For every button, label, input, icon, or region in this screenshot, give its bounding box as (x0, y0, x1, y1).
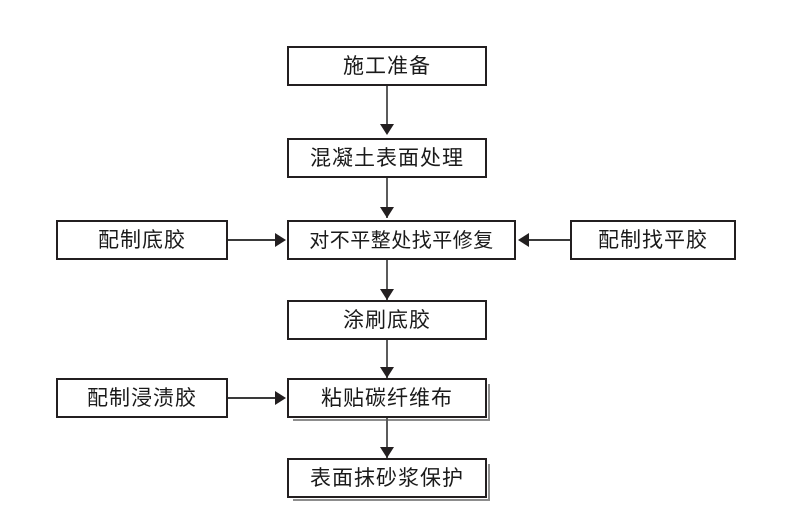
connector-line-aux1-step3 (228, 239, 275, 241)
connector-line-step3-step4 (386, 260, 388, 300)
flow-node-prepare-primer-adhesive[interactable]: 配制底胶 (56, 220, 228, 260)
flow-node-label: 粘贴碳纤维布 (321, 385, 453, 410)
flow-node-surface-mortar-protection[interactable]: 表面抹砂浆保护 (287, 458, 490, 501)
flow-node-label: 配制浸渍胶 (87, 385, 197, 410)
flow-node-apply-primer-adhesive[interactable]: 涂刷底胶 (287, 300, 487, 340)
connector-line-step4-step5 (386, 340, 388, 379)
flow-node-label: 表面抹砂浆保护 (310, 465, 464, 490)
flow-node-prepare-leveling-adhesive[interactable]: 配制找平胶 (570, 220, 736, 260)
connector-arrow-step1-step2 (380, 124, 394, 135)
flow-node-construction-preparation[interactable]: 施工准备 (287, 46, 487, 86)
flow-node-concrete-surface-treatment[interactable]: 混凝土表面处理 (287, 138, 487, 178)
flow-node-label: 配制底胶 (98, 227, 186, 252)
flow-node-leveling-repair-uneven-areas[interactable]: 对不平整处找平修复 (287, 220, 516, 260)
connector-line-aux2-step3 (529, 239, 570, 241)
connector-arrow-step2-step3 (380, 207, 394, 218)
connector-line-step5-step6 (386, 418, 388, 458)
connector-arrow-aux2-step3 (518, 233, 529, 247)
flow-node-bond-carbon-fiber-cloth[interactable]: 粘贴碳纤维布 (287, 378, 490, 421)
flow-node-label: 配制找平胶 (598, 227, 708, 252)
flow-node-label: 对不平整处找平修复 (309, 228, 494, 252)
connector-line-step2-step3 (386, 178, 388, 218)
connector-line-step1-step2 (386, 86, 388, 125)
connector-arrow-aux1-step3 (275, 233, 286, 247)
flow-node-label: 混凝土表面处理 (310, 145, 464, 170)
connector-arrow-aux3-step5 (275, 391, 286, 405)
flow-node-label: 施工准备 (343, 53, 431, 78)
connector-arrow-step3-step4 (380, 289, 394, 300)
connector-arrow-step4-step5 (380, 367, 394, 378)
connector-line-aux3-step5 (228, 397, 275, 399)
connector-arrow-step5-step6 (380, 447, 394, 458)
flow-node-prepare-impregnating-adhesive[interactable]: 配制浸渍胶 (56, 378, 228, 418)
flow-node-label: 涂刷底胶 (343, 307, 431, 332)
